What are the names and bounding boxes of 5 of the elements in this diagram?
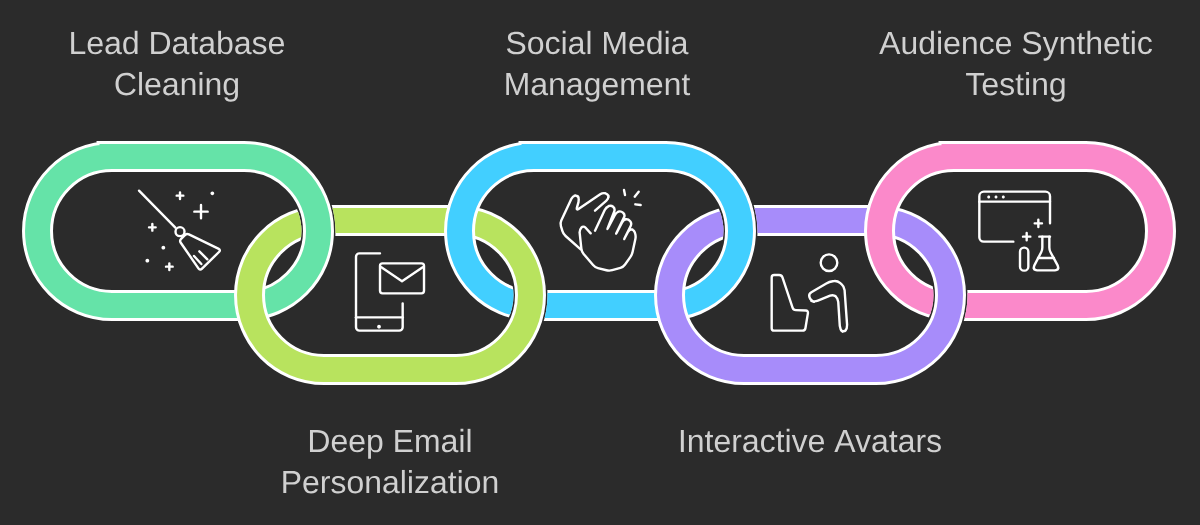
step-label: Deep Email Personalization (283, 428, 498, 494)
step-label: Lead Database Cleaning (71, 30, 284, 102)
step-label: Social Media Management (506, 30, 691, 102)
step-label: Interactive Avatars (680, 428, 941, 453)
step-label: Audience Synthetic Testing (879, 30, 1152, 102)
